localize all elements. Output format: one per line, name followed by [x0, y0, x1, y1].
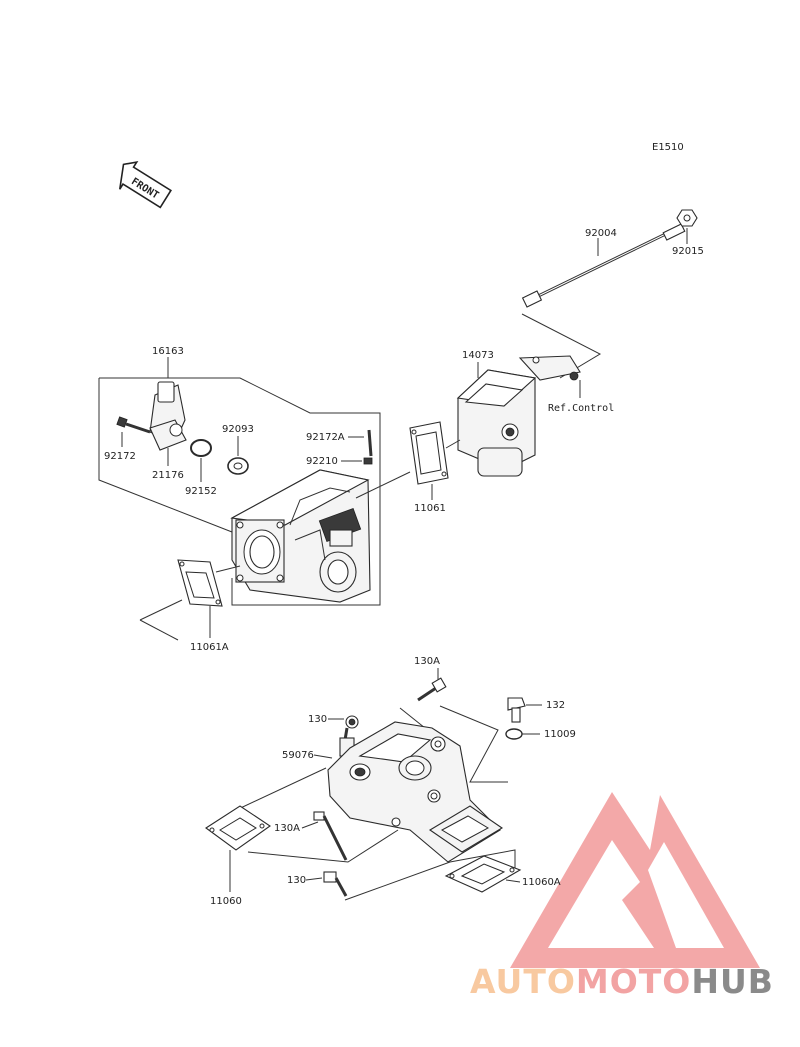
stud-92172A — [367, 429, 373, 457]
label-21176: 21176 — [152, 470, 184, 481]
nut-hole — [683, 214, 691, 222]
label-92152: 92152 — [185, 486, 217, 497]
bolt-132 — [507, 697, 526, 723]
ref-control-label: Ref.Control — [548, 403, 614, 414]
throttle-body — [230, 469, 371, 603]
label-11060: 11060 — [210, 896, 242, 907]
label-130-bottom: 130 — [287, 875, 306, 886]
bolt-130A-top — [417, 677, 447, 702]
label-130A-top: 130A — [414, 656, 440, 667]
bolt-130A-bottom — [313, 811, 348, 861]
label-16163: 16163 — [152, 346, 184, 357]
gasket-11060A — [444, 855, 522, 893]
label-132: 132 — [546, 700, 565, 711]
bolt-130-top — [343, 715, 359, 741]
watermark-part-moto: MOTO — [575, 962, 692, 1001]
label-92172: 92172 — [104, 451, 136, 462]
intake-housing-14073 — [456, 355, 581, 477]
label-11061: 11061 — [414, 503, 446, 514]
label-92004: 92004 — [585, 228, 617, 239]
nut-92210 — [363, 457, 373, 465]
label-130-top: 130 — [308, 714, 327, 725]
washer-11009 — [505, 728, 523, 740]
washer-hole — [233, 462, 243, 470]
watermark-part-auto: AUTO — [470, 962, 576, 1001]
label-11061A: 11061A — [190, 642, 229, 653]
circlip-92152 — [190, 439, 212, 457]
label-11009: 11009 — [544, 729, 576, 740]
gasket-11060 — [205, 805, 271, 851]
label-92093: 92093 — [222, 424, 254, 435]
label-14073: 14073 — [462, 350, 494, 361]
bolt-130-bottom — [323, 871, 348, 897]
watermark-part-hub: HUB — [691, 962, 774, 1001]
gasket-11061A — [177, 559, 223, 607]
diagram-code: E1510 — [652, 142, 684, 153]
label-92172A: 92172A — [306, 432, 345, 443]
gasket-11061 — [409, 421, 449, 485]
label-92210: 92210 — [306, 456, 338, 467]
label-11060A: 11060A — [522, 877, 561, 888]
intake-manifold — [327, 721, 504, 863]
label-130A-bottom: 130A — [274, 823, 300, 834]
sensor-21176 — [149, 381, 187, 451]
screw-92172 — [116, 416, 151, 434]
stud-bolt-92004 — [521, 223, 686, 308]
label-59076: 59076 — [282, 750, 314, 761]
watermark-logo-icon — [510, 792, 760, 968]
watermark-text: AUTOMOTOHUB — [470, 962, 774, 1001]
front-arrow-icon: FRONT — [118, 160, 172, 209]
label-92015: 92015 — [672, 246, 704, 257]
